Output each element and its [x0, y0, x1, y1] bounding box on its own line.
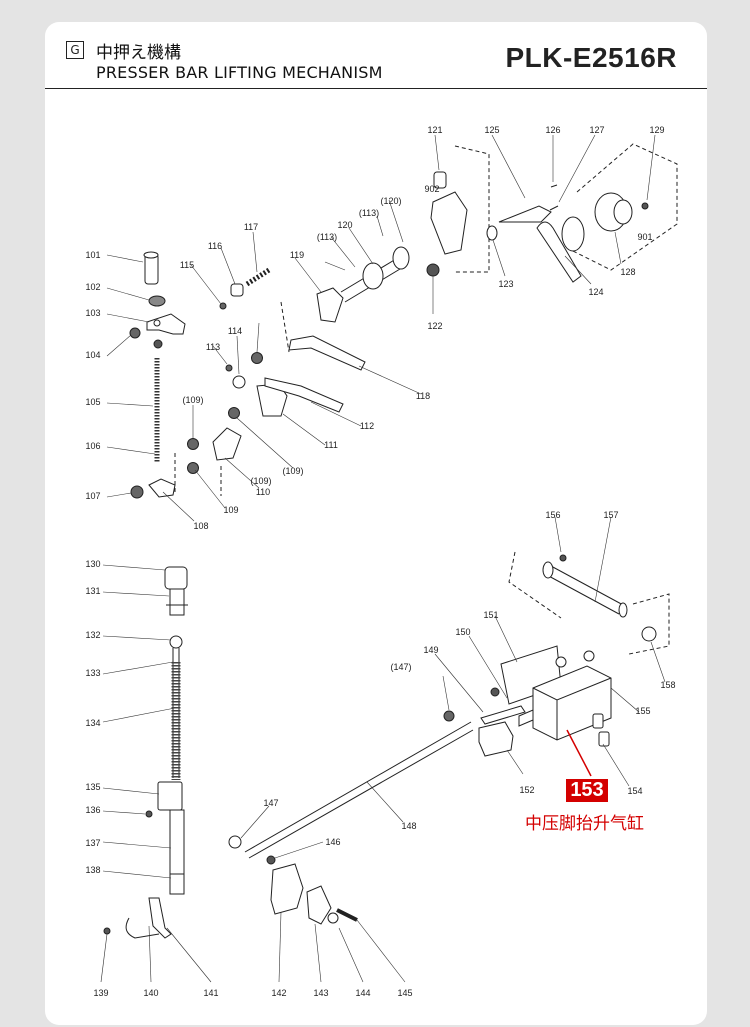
part-label-3: 104: [85, 350, 100, 360]
part-label-5: 106: [85, 441, 100, 451]
part-label-51: 144: [355, 988, 370, 998]
part-label-38: 131: [85, 586, 100, 596]
part-label-43: 136: [85, 805, 100, 815]
part-label-12: 110: [256, 487, 270, 497]
part-label-24: 120: [337, 220, 352, 230]
part-label-42: 135: [85, 782, 100, 792]
section-letter-box: G: [66, 41, 84, 59]
part-label-1: 102: [85, 282, 100, 292]
part-label-30: 125: [484, 125, 499, 135]
part-label-4: 105: [85, 397, 100, 407]
part-label-41: 134: [85, 718, 100, 728]
title-english: PRESSER BAR LIFTING MECHANISM: [96, 63, 383, 82]
part-label-55: (147): [390, 662, 411, 672]
part-label-18: 114: [228, 326, 242, 336]
part-label-17: (113): [359, 208, 379, 218]
part-label-44: 137: [85, 838, 100, 848]
callout-part-number: 153: [566, 779, 608, 802]
part-label-64: 157: [603, 510, 618, 520]
part-label-23: 119: [290, 250, 304, 260]
part-label-33: 128: [620, 267, 635, 277]
part-label-22: 118: [416, 391, 430, 401]
part-label-16: (113): [317, 232, 337, 242]
part-label-15: 113: [206, 342, 220, 352]
part-label-57: 149: [423, 645, 438, 655]
part-label-32: 127: [589, 125, 604, 135]
model-number: PLK-E2516R: [505, 42, 677, 73]
part-label-36: 902: [424, 184, 439, 194]
part-label-48: 141: [203, 988, 218, 998]
part-label-26: 121: [427, 125, 442, 135]
part-label-2: 103: [85, 308, 100, 318]
diagram-card: G 中押え機構 PRESSER BAR LIFTING MECHANISM PL…: [45, 22, 707, 1025]
part-label-40: 133: [85, 668, 100, 678]
part-label-13: 111: [324, 440, 338, 450]
part-label-56: 148: [401, 821, 416, 831]
part-label-62: 155: [635, 706, 650, 716]
part-label-61: 154: [627, 786, 642, 796]
part-label-49: 142: [271, 988, 286, 998]
part-label-45: 138: [85, 865, 100, 875]
part-label-39: 132: [85, 630, 100, 640]
part-label-54: 147: [263, 798, 278, 808]
part-label-47: 140: [143, 988, 158, 998]
part-label-37: 130: [85, 559, 100, 569]
part-label-0: 101: [85, 250, 100, 260]
part-label-50: 143: [313, 988, 328, 998]
part-label-19: 115: [180, 260, 194, 270]
part-label-65: 158: [660, 680, 675, 690]
part-label-46: 139: [93, 988, 108, 998]
part-label-21: 117: [244, 222, 258, 232]
part-label-6: 107: [85, 491, 100, 501]
part-label-29: 124: [588, 287, 603, 297]
part-label-60: 152: [519, 785, 534, 795]
part-label-31: 126: [545, 125, 560, 135]
part-label-52: 145: [397, 988, 412, 998]
part-label-35: 901: [637, 232, 652, 242]
callout-description: 中压脚抬升气缸: [525, 814, 644, 834]
part-label-7: 108: [193, 521, 208, 531]
part-label-8: 109: [223, 505, 238, 515]
exploded-parts-diagram: 101 102 103 104 105 106 107 108 109 (109) (109) (10…: [85, 125, 678, 998]
part-label-25: (120): [380, 196, 401, 206]
part-label-34: 129: [649, 125, 664, 135]
part-label-11: (109): [250, 476, 271, 486]
part-label-27: 122: [427, 321, 442, 331]
part-label-58: 150: [455, 627, 470, 637]
part-label-9: (109): [182, 395, 203, 405]
part-label-28: 123: [498, 279, 513, 289]
part-label-53: 146: [325, 837, 340, 847]
part-label-14: 112: [360, 421, 374, 431]
part-label-20: 116: [208, 241, 222, 251]
part-label-59: 151: [483, 610, 498, 620]
part-label-63: 156: [545, 510, 560, 520]
part-label-10: (109): [282, 466, 303, 476]
title-japanese: 中押え機構: [96, 43, 181, 63]
page-header: G 中押え機構 PRESSER BAR LIFTING MECHANISM PL…: [45, 22, 707, 89]
